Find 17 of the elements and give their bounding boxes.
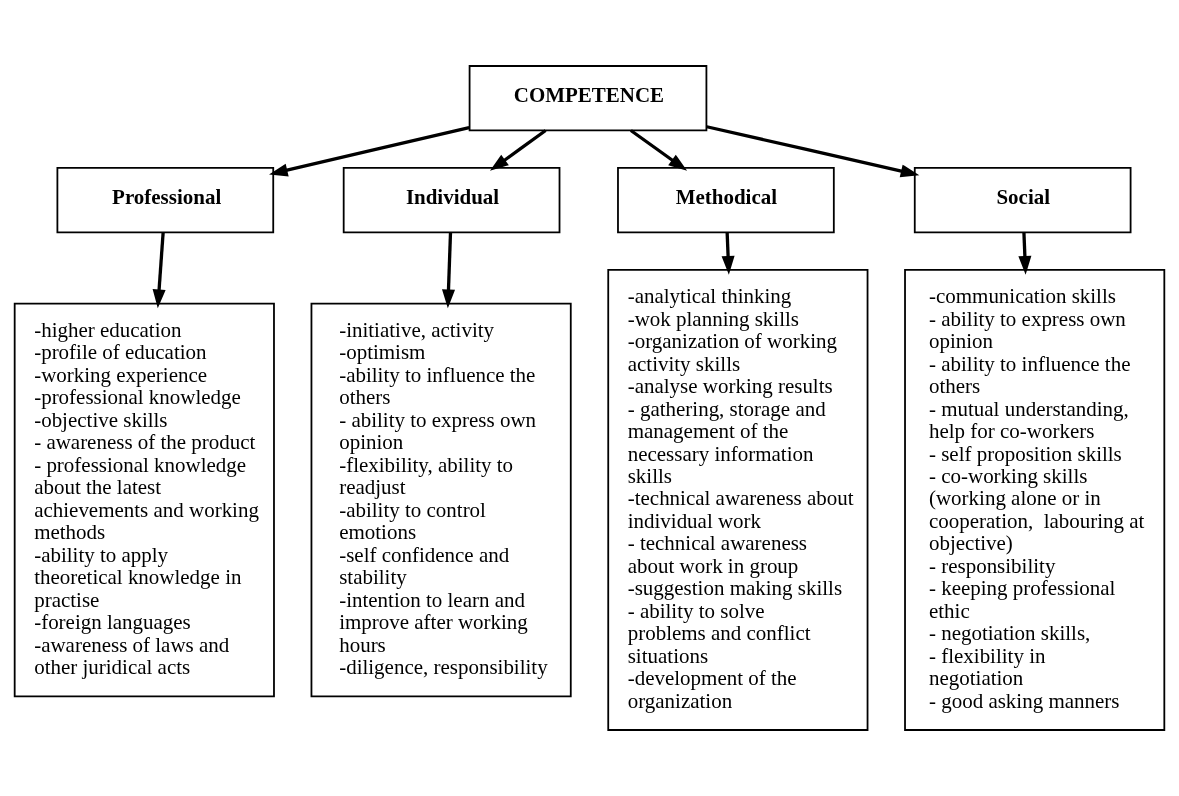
node-box: COMPETENCE	[468, 65, 708, 132]
arrow	[152, 232, 166, 309]
arrow	[721, 232, 735, 275]
arrow	[489, 129, 547, 171]
node-box: -communication skills - ability to express own opinion - ability to influence the others - mutual understanding, help for co-workers - self proposition skills - co-working skills (working alone or in cooperation, labouring at objective) - responsibility - keeping professional ethic - negotiation skills, - flexibility in negotiation - good asking manners	[904, 268, 1166, 731]
node-box: -analytical thinking -wok planning skills -organization of working activity skills -analyse working results - gathering, storage and management of the necessary information skills -technical awareness about individual work - technical awareness about work in group -suggestion making skills - ability to solve problems and conflict situations -development of the organization	[607, 268, 869, 731]
node-box: Professional	[56, 167, 275, 234]
node-box: Methodical	[617, 167, 835, 234]
node-box: -higher education -profile of education -working experience -professional knowledge -objective skills - awareness of the product - professional knowledge about the latest achievements and working methods -ability to apply theoretical knowledge in practise -foreign languages -awareness of laws and other juridical acts	[13, 302, 275, 698]
arrow	[441, 232, 456, 309]
node-box: -initiative, activity -optimism -ability to influence the others - ability to express own opinion -flexibility, ability to readjust -ability to control emotions -self confidence and stability -intention to learn and improve after working hours -diligence, responsibility	[310, 302, 572, 698]
node-box: Individual	[342, 167, 561, 234]
arrow	[706, 125, 920, 178]
node-box: Social	[913, 167, 1132, 234]
arrow	[269, 125, 470, 177]
arrow	[629, 129, 688, 171]
arrow	[1018, 232, 1032, 275]
